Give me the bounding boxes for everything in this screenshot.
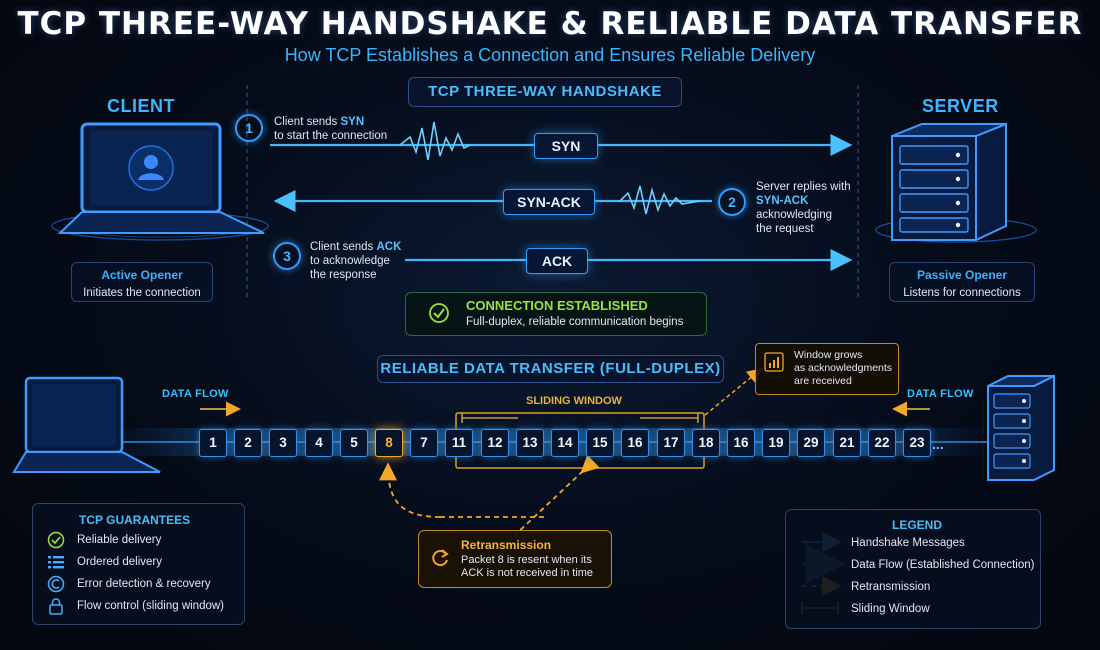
packet: 18 [692,429,720,457]
server-role-box: Passive Opener Listens for connections [889,262,1035,302]
step-2-description: Server replies with SYN-ACK acknowledgin… [756,181,851,235]
ordered-list-icon [48,556,64,569]
packet: 14 [551,429,579,457]
step-3-number: 3 [273,242,301,270]
client-laptop-icon [12,376,161,473]
tcp-guarantees-box: TCP GUARANTEES Reliable delivery Ordered… [32,503,245,625]
guarantee-item: Reliable delivery [77,534,162,546]
sliding-window-label: SLIDING WINDOW [526,395,622,407]
window-grows-text: Window grows as acknowledgments are rece… [794,349,893,387]
legend-item-sliding-window: Sliding Window [851,603,930,615]
packet: 5 [340,429,368,457]
server-label: SERVER [922,96,999,116]
client-label: CLIENT [107,96,175,116]
packet: 21 [833,429,861,457]
packet: 16 [727,429,755,457]
client-role-box: Active Opener Initiates the connection [71,262,213,302]
packet: 3 [269,429,297,457]
handshake-title: TCP THREE-WAY HANDSHAKE [408,77,682,107]
data-flow-left-label: DATA FLOW [162,388,229,400]
guarantee-item: Error detection & recovery [77,578,211,590]
error-detection-icon [47,575,65,593]
packet: 15 [586,429,614,457]
legend-item-retransmission: Retransmission [851,581,931,593]
check-circle-icon [47,531,65,549]
syn-message: SYN [534,133,598,159]
connection-established-title: CONNECTION ESTABLISHED [466,298,648,313]
guarantee-item: Ordered delivery [77,556,163,568]
page-title: TCP THREE-WAY HANDSHAKE & RELIABLE DATA … [17,6,1083,42]
refresh-icon [432,549,449,567]
legend-item-handshake: Handshake Messages [851,537,965,549]
packet: 23 [903,429,931,457]
packet: 19 [762,429,790,457]
check-circle-icon [429,303,449,323]
syn-ack-arrow [273,185,712,215]
data-flow-right-label: DATA FLOW [907,388,974,400]
bar-chart-icon [764,352,784,372]
connection-established-desc: Full-duplex, reliable communication begi… [466,316,684,328]
client-role-title: Active Opener [101,268,183,282]
ack-message: ACK [526,248,588,274]
legend-item-data-flow: Data Flow (Established Connection) [851,559,1035,571]
guarantees-title: TCP GUARANTEES [79,513,191,527]
server-role-desc: Listens for connections [903,287,1021,299]
packet: 4 [305,429,333,457]
packet: 1 [199,429,227,457]
packet: 16 [621,429,649,457]
window-grows-note: Window grows as acknowledgments are rece… [755,343,899,395]
legend-box: LEGEND Handshake Messages Data Flow (Est… [785,509,1041,629]
retransmission-title: Retransmission [461,538,552,552]
packet: 12 [481,429,509,457]
transfer-title: RELIABLE DATA TRANSFER (FULL-DUPLEX) [377,355,724,383]
packet: 8 [375,429,403,457]
packet: 11 [445,429,473,457]
packet: 29 [797,429,825,457]
step-2-number: 2 [718,188,746,216]
client-role-desc: Initiates the connection [83,287,201,299]
server-role-title: Passive Opener [916,268,1008,282]
retransmission-desc: Packet 8 is resent when its ACK is not r… [461,554,594,579]
packet: 7 [410,429,438,457]
laptop-icon [51,122,269,241]
server-rack-icon [987,374,1055,481]
packet: 17 [657,429,685,457]
page-subtitle: How TCP Establishes a Connection and Ens… [284,45,816,65]
legend-title: LEGEND [892,518,943,532]
guarantee-item: Flow control (sliding window) [77,600,224,612]
step-1-description: Client sends SYN to start the connection [274,116,388,142]
server-icon [875,122,1037,243]
packet: 13 [516,429,544,457]
step-1-number: 1 [235,114,263,142]
step-3-description: Client sends ACK to acknowledge the resp… [310,241,402,281]
lock-icon [49,598,63,615]
sliding-window-arrow [461,413,699,423]
packet: 22 [868,429,896,457]
packet-ellipsis: ... [932,436,944,452]
syn-ack-message: SYN-ACK [503,189,595,215]
packet: 2 [234,429,262,457]
connection-established-box: CONNECTION ESTABLISHED Full-duplex, reli… [405,292,707,336]
retransmission-box: Retransmission Packet 8 is resent when i… [418,530,612,588]
